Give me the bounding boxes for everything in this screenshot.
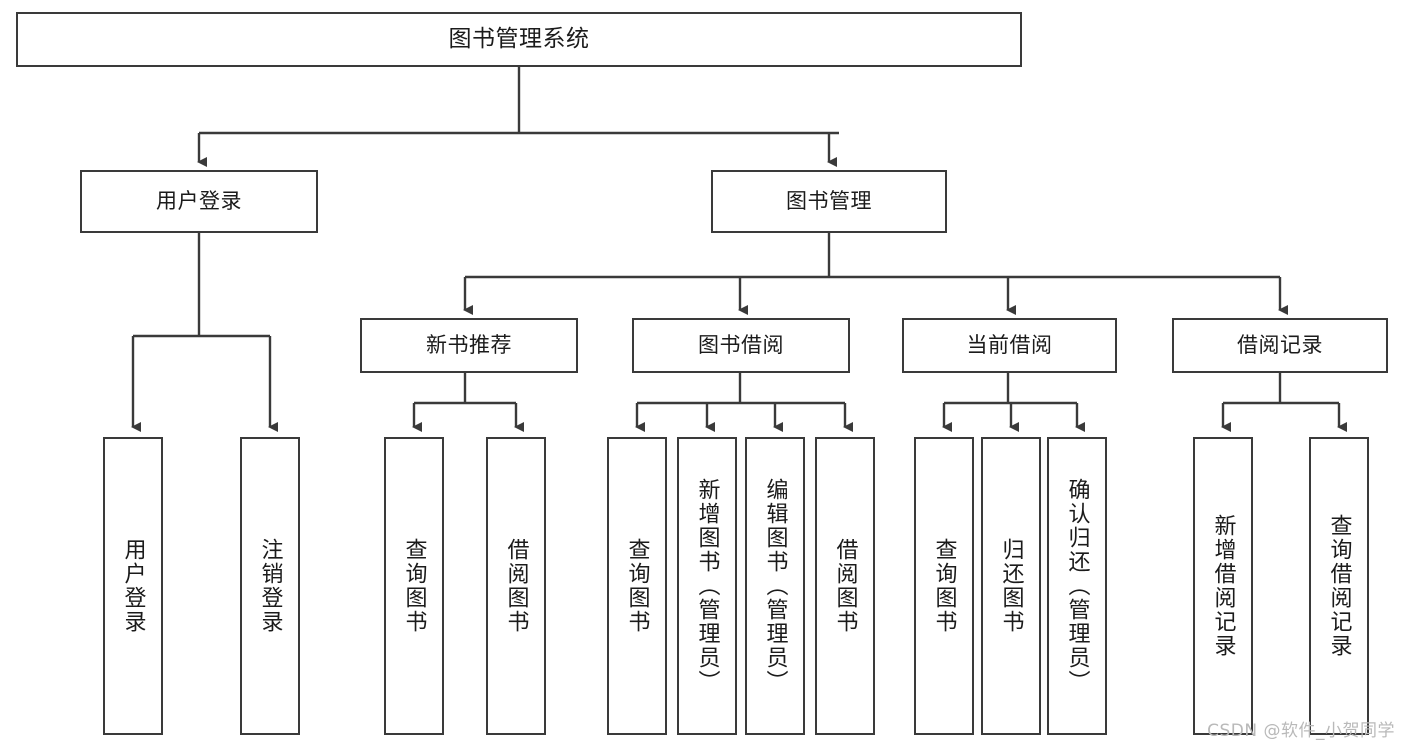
leaf-recommend-query-book[interactable]: 查询图书: [384, 437, 444, 735]
node-label: 查询图书: [931, 538, 957, 634]
leaf-current-return-book[interactable]: 归还图书: [981, 437, 1041, 735]
node-label: 借阅图书: [503, 538, 529, 634]
node-label: 借阅图书: [832, 538, 858, 634]
node-borrow-record[interactable]: 借阅记录: [1172, 318, 1388, 373]
node-label: 确认归还（管理员）: [1064, 478, 1090, 694]
leaf-borrow-query-book[interactable]: 查询图书: [607, 437, 667, 735]
leaf-record-add-borrow-record[interactable]: 新增借阅记录: [1193, 437, 1253, 735]
node-label: 查询图书: [624, 538, 650, 634]
leaf-record-query-borrow-record[interactable]: 查询借阅记录: [1309, 437, 1369, 735]
node-label: 归还图书: [998, 538, 1024, 634]
node-label: 新增图书（管理员）: [694, 478, 720, 694]
node-book-management[interactable]: 图书管理: [711, 170, 947, 233]
node-label: 图书借阅: [698, 333, 784, 358]
leaf-current-confirm-return-admin[interactable]: 确认归还（管理员）: [1047, 437, 1107, 735]
node-label: 用户登录: [156, 189, 242, 214]
node-label: 新书推荐: [426, 333, 512, 358]
node-label: 查询图书: [401, 538, 427, 634]
node-label: 图书管理系统: [448, 25, 590, 52]
node-label: 编辑图书（管理员）: [762, 478, 788, 694]
leaf-borrow-edit-book-admin[interactable]: 编辑图书（管理员）: [745, 437, 805, 735]
leaf-user-logout[interactable]: 注销登录: [240, 437, 300, 735]
node-root-book-management-system[interactable]: 图书管理系统: [16, 12, 1022, 67]
node-book-borrow[interactable]: 图书借阅: [632, 318, 850, 373]
node-label: 用户登录: [120, 538, 146, 634]
node-label: 注销登录: [257, 538, 283, 634]
leaf-user-login[interactable]: 用户登录: [103, 437, 163, 735]
node-label: 借阅记录: [1237, 333, 1323, 358]
node-label: 查询借阅记录: [1326, 514, 1352, 658]
node-label: 当前借阅: [966, 333, 1053, 358]
node-user-login[interactable]: 用户登录: [80, 170, 318, 233]
node-new-book-recommend[interactable]: 新书推荐: [360, 318, 578, 373]
leaf-borrow-add-book-admin[interactable]: 新增图书（管理员）: [677, 437, 737, 735]
node-current-borrow[interactable]: 当前借阅: [902, 318, 1117, 373]
csdn-watermark: CSDN @软件_小贺同学: [1207, 721, 1395, 741]
leaf-recommend-borrow-book[interactable]: 借阅图书: [486, 437, 546, 735]
leaf-current-query-book[interactable]: 查询图书: [914, 437, 974, 735]
node-label: 新增借阅记录: [1210, 514, 1236, 658]
leaf-borrow-borrow-book[interactable]: 借阅图书: [815, 437, 875, 735]
node-label: 图书管理: [786, 189, 872, 214]
